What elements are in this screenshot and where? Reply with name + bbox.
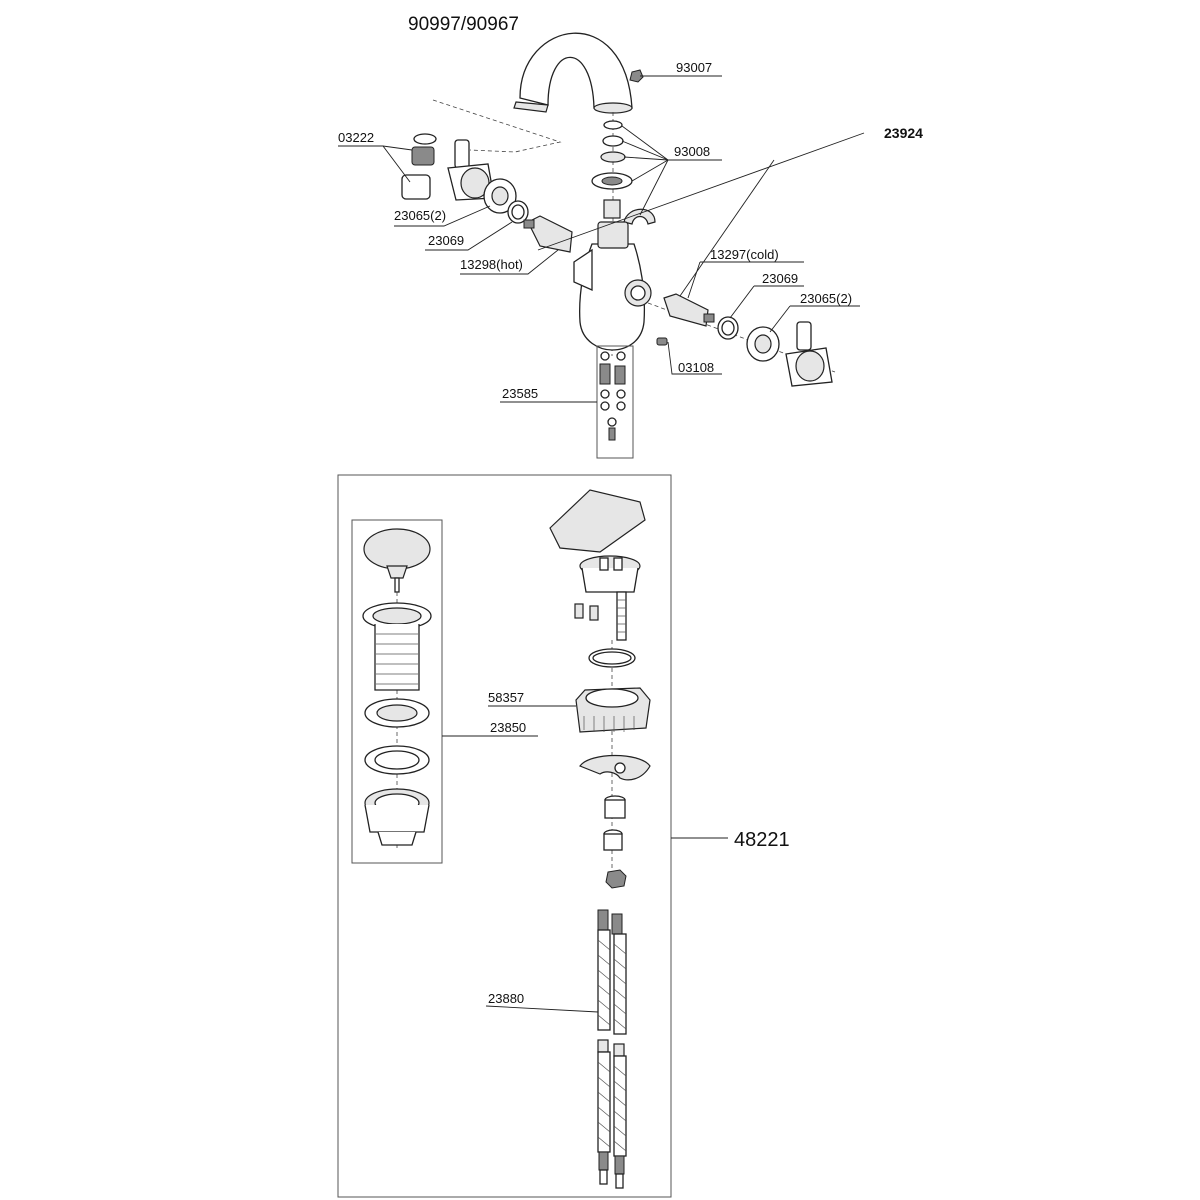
mounting-nut-part <box>575 687 651 733</box>
spout-screw-part <box>629 69 644 83</box>
label-58357: 58357 <box>488 690 524 705</box>
left-spline-adapter-part <box>483 178 517 214</box>
mounting-bracket-part <box>574 555 641 641</box>
washer-set-part <box>591 120 633 219</box>
model-number-title: 90997/90967 <box>408 14 519 35</box>
drain-cap-part <box>363 528 431 593</box>
mounting-hardware-part <box>599 351 626 441</box>
label-23065-right: 23065(2) <box>800 291 852 306</box>
label-23880: 23880 <box>488 991 524 1006</box>
horseshoe-washer-part <box>579 754 651 781</box>
label-93007: 93007 <box>676 60 712 75</box>
faucet-spout <box>513 32 633 114</box>
install-kit-box <box>337 474 672 1198</box>
drain-gasket-part <box>364 698 430 728</box>
label-93008: 93008 <box>674 144 710 159</box>
hot-cartridge-part <box>523 215 573 253</box>
right-bearing-ring-part <box>717 316 739 340</box>
right-spline-adapter-part <box>746 326 780 362</box>
label-13298-hot: 13298(hot) <box>460 257 523 272</box>
pop-up-drain-box <box>351 519 443 864</box>
label-48221: 48221 <box>734 829 790 851</box>
hex-nut-part <box>605 869 627 889</box>
label-23850: 23850 <box>490 720 526 735</box>
set-screw-part <box>656 337 668 346</box>
label-23069-right: 23069 <box>762 271 798 286</box>
aerator-part <box>401 133 437 200</box>
spacer-upper-part <box>604 795 626 819</box>
template-plate-part <box>549 489 646 553</box>
retaining-clip-part <box>623 208 656 225</box>
label-23065-left: 23065(2) <box>394 208 446 223</box>
label-23585: 23585 <box>502 386 538 401</box>
supply-hose-part <box>597 909 627 1189</box>
label-23924: 23924 <box>884 125 923 141</box>
drain-body-part <box>362 602 432 691</box>
label-13297-cold: 13297(cold) <box>710 247 779 262</box>
faucet-body <box>573 221 652 351</box>
o-ring-part <box>588 648 636 668</box>
label-03222: 03222 <box>338 130 374 145</box>
label-03108: 03108 <box>678 360 714 375</box>
drain-nut-part <box>364 788 430 846</box>
label-23069-left: 23069 <box>428 233 464 248</box>
spacer-lower-part <box>603 829 623 851</box>
right-handle-part <box>785 321 833 387</box>
drain-washer-part <box>364 745 430 775</box>
mounting-hardware-box <box>596 345 634 459</box>
cold-cartridge-part <box>663 293 715 327</box>
left-bearing-ring-part <box>507 200 529 224</box>
